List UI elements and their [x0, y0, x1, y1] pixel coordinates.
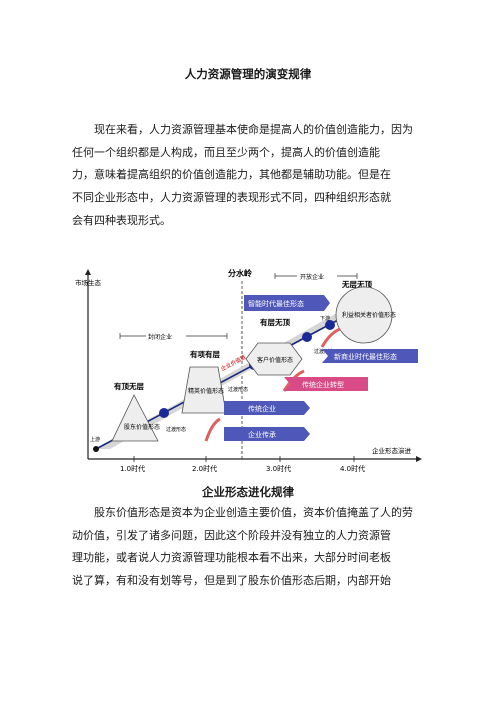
marker-label: 过渡形态 [228, 386, 248, 393]
transition-arrow [320, 327, 341, 348]
x-axis-arrow [416, 456, 422, 462]
body-paragraph: 股东价值形态是资本为企业创造主要价值，资本价值掩盖了人的劳 动价值，引发了诸多问… [72, 502, 426, 593]
x-axis-label: 企业形态演进 [372, 446, 412, 455]
x-tick-label: 3.0时代 [266, 464, 291, 473]
x-tick-label: 4.0时代 [340, 464, 365, 473]
text-line: 动价值，引发了诸多问题，因此这个阶段并没有独立的人力资源管 [72, 528, 391, 542]
text-line: 会有四种表现形式。 [72, 213, 171, 227]
figure-caption: 企业形态进化规律 [202, 485, 294, 499]
shape-label: 客户价值形态 [257, 356, 293, 364]
x-tick-label: 1.0时代 [120, 464, 145, 473]
bar-label: 传统企业 [248, 404, 276, 413]
open-label-bg [297, 271, 337, 281]
stage-title: 无层无顶 [341, 280, 372, 289]
bar-smart-era [244, 295, 330, 311]
stage-dot [159, 408, 169, 418]
diagram-svg: 市场生态 企业形态演进 分水岭 开放企业 封闭企业 企业价值链 有顶无层 有项有… [75, 268, 422, 473]
evolution-diagram: 市场生态 企业形态演进 分水岭 开放企业 封闭企业 企业价值链 有顶无层 有项有… [72, 263, 426, 479]
bar-traditional [224, 401, 310, 415]
stage-title: 有项有层 [190, 349, 220, 359]
x-tick-label: 2.0时代 [192, 464, 217, 473]
y-axis-label: 市场生态 [75, 278, 102, 287]
text-line: 股东价值形态是资本为企业创造主要价值，资本价值掩盖了人的劳 [94, 506, 413, 519]
stakeholder-circle [335, 286, 393, 344]
marker-label: 上游 [90, 436, 100, 443]
bar-label: 新商业时代最佳形态 [334, 352, 397, 361]
shape-label: 股东价值形态 [124, 423, 160, 431]
stage-title: 有顶无层 [114, 381, 144, 391]
shape-label: 利益相关者价值形态 [342, 311, 396, 319]
bar-label: 企业传承 [248, 430, 276, 439]
stage-title: 有层无顶 [260, 317, 290, 327]
shape-label: 精英价值形态 [188, 387, 224, 395]
text-line: 理功能，或者说人力资源管理功能根本看不出来，大部分时间老板 [72, 551, 391, 565]
bar-new-business [322, 349, 418, 363]
stage-dot [302, 332, 312, 342]
closed-label-bg [146, 331, 186, 341]
marker-label: 过渡形态 [314, 348, 334, 355]
customer-hexagon [245, 342, 303, 376]
marker-label: 过渡形态 [166, 426, 186, 433]
open-enterprise-label: 开放企业 [300, 273, 324, 281]
text-line: 任何一个组织都是人构成，而且至少两个，提高人的价值创造能 [72, 145, 380, 159]
bar-succession [224, 427, 310, 441]
bar-label: 智能时代最佳形态 [248, 299, 304, 308]
closed-enterprise-label: 封闭企业 [148, 333, 172, 341]
watershed-label: 分水岭 [228, 268, 252, 278]
text-line: 说了算，有和没有划等号，但是到了股东价值形态后期，内部开始 [72, 574, 391, 588]
text-line: 不同企业形态中，人力资源管理的表现形式不同，四种组织形态就 [72, 191, 391, 205]
bar-label: 传统企业转型 [302, 380, 344, 389]
stage-dot [325, 320, 335, 330]
text-line: 现在来看，人力资源管理基本使命是提高人的价值创造能力，因为 [94, 123, 413, 136]
marker-label: 下游 [320, 315, 330, 322]
page-title: 人力资源管理的演变规律 [184, 67, 312, 81]
stage-dot [93, 446, 99, 452]
shareholder-triangle [111, 394, 159, 442]
y-axis-arrow [85, 269, 91, 275]
intro-paragraph: 现在来看，人力资源管理基本使命是提高人的价值创造能力，因为 任何一个组织都是人构… [72, 119, 426, 233]
bar-transformation [284, 377, 368, 391]
text-line: 力，意味着提高组织的价值创造能力，其他都是辅助功能。但是在 [72, 168, 391, 182]
transition-arrow [204, 417, 221, 442]
